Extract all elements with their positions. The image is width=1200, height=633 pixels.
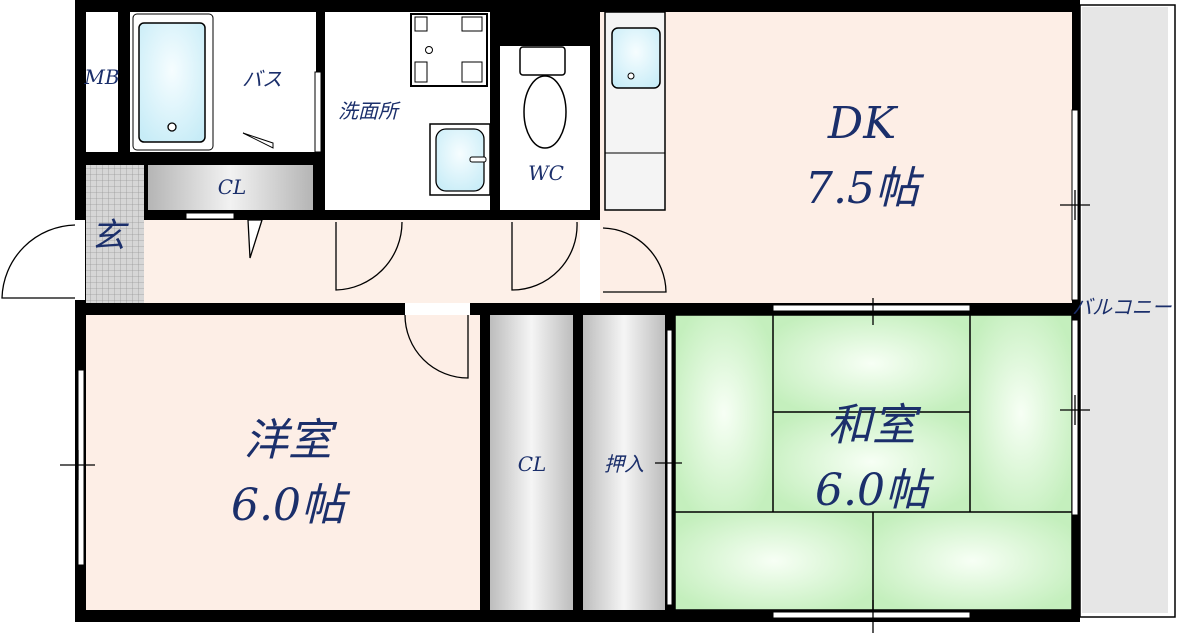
closet-entry (148, 165, 313, 210)
label-western-size: 6.0帖 (231, 480, 351, 531)
oshiire (583, 315, 665, 610)
label-wc: WC (528, 161, 564, 185)
kitchen-sink (611, 27, 661, 89)
mb-space (86, 12, 118, 152)
label-closet-entry: CL (218, 175, 247, 199)
entrance-tile (86, 165, 144, 303)
toilet-tank (519, 46, 566, 76)
label-oshiire: 押入 (604, 452, 644, 476)
label-washroom: 洗面所 (338, 99, 401, 123)
label-balcony: バルコニー (1072, 295, 1173, 319)
label-western-name: 洋室 (244, 415, 338, 466)
label-japanese-name: 和室 (828, 400, 922, 451)
label-dk-name: DK (827, 98, 898, 149)
label-japanese-size: 6.0帖 (815, 465, 935, 516)
japanese-room (674, 314, 1073, 611)
western-room (86, 315, 480, 610)
label-mb: MB (83, 65, 119, 89)
door-swings (1, 219, 667, 379)
label-closet-western: CL (518, 452, 547, 476)
label-dk-size: 7.5帖 (805, 163, 925, 214)
label-entrance: 玄 (91, 216, 129, 256)
toilet-bowl (523, 75, 567, 149)
hallway (144, 220, 600, 303)
closet-western (490, 315, 573, 610)
dk-room (600, 12, 1072, 303)
label-bath: バス (242, 67, 282, 91)
